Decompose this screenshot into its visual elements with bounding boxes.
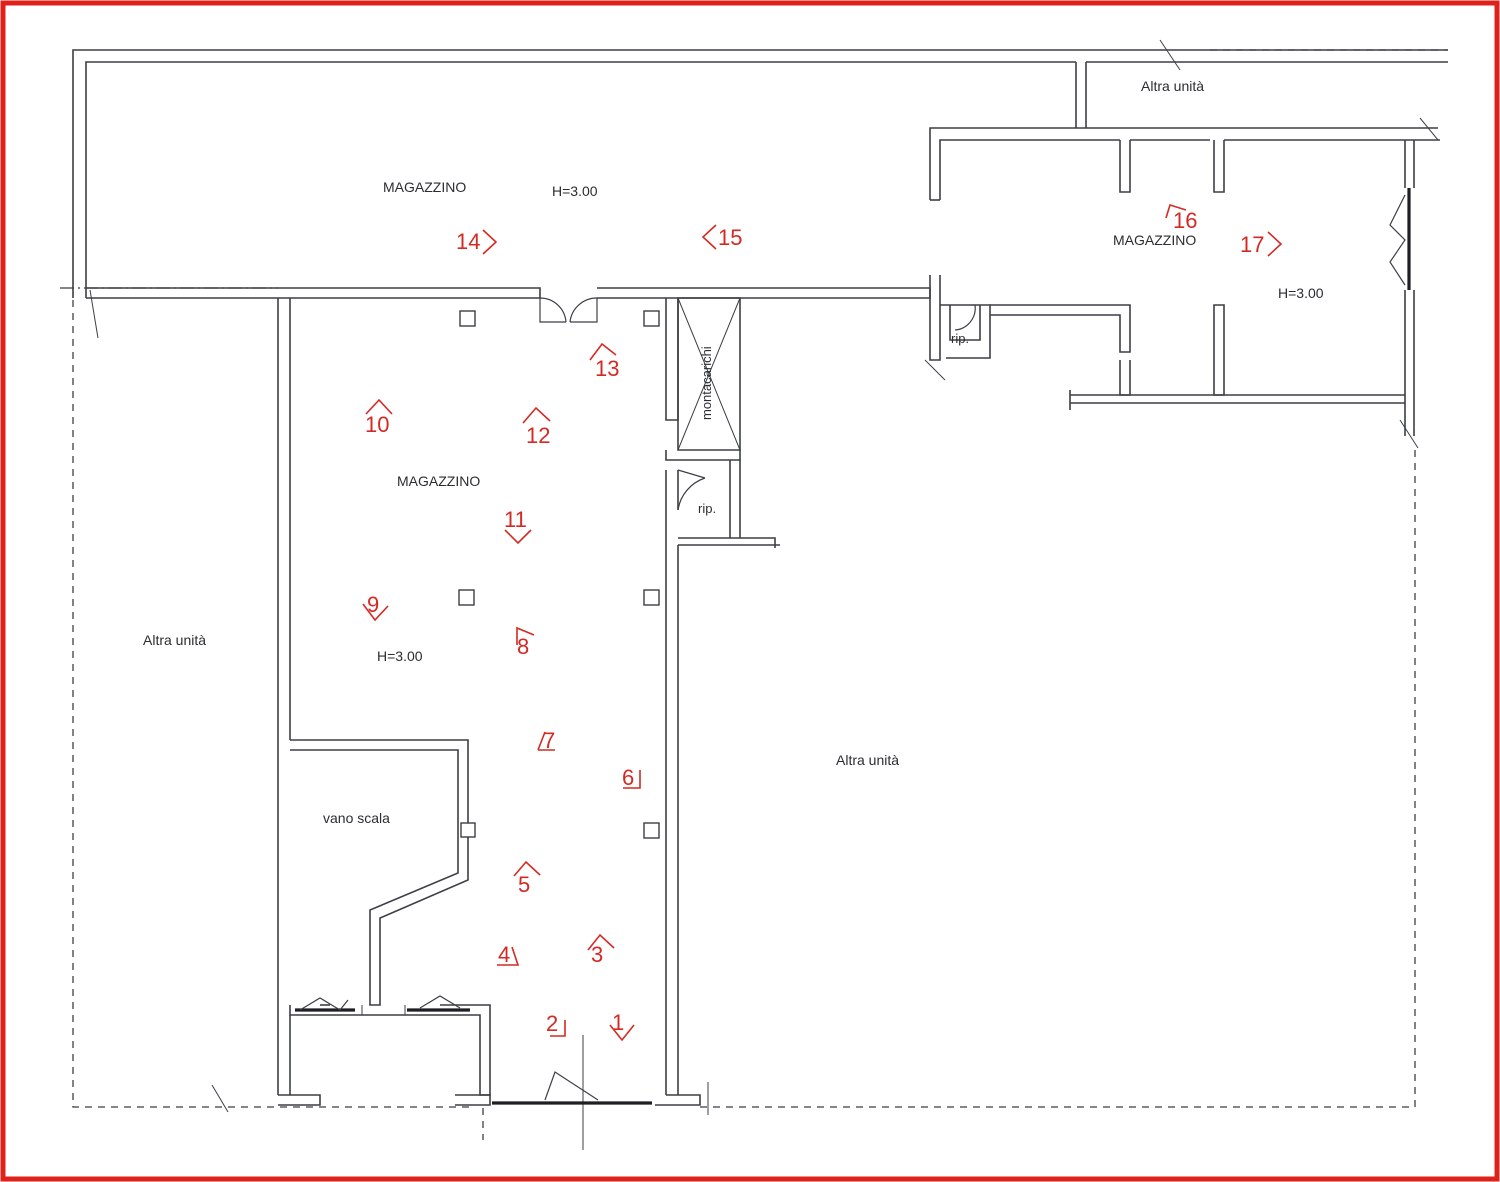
photo-arrow-3	[587, 933, 615, 951]
photo-arrow-12	[522, 406, 551, 424]
walls	[72, 49, 1448, 1106]
photo-arrow-11	[504, 529, 532, 545]
room-label-magazzino-center: MAGAZZINO	[397, 473, 480, 489]
photo-arrow-14	[482, 229, 498, 255]
pillars	[458, 310, 660, 839]
pillar	[459, 310, 476, 327]
photo-point-16: 16	[1173, 208, 1197, 233]
pillar	[643, 310, 660, 327]
pillar	[458, 589, 475, 606]
room-label-rip-center: rip.	[698, 501, 716, 516]
room-label-altra-unita-right: Altra unità	[836, 752, 899, 768]
photo-point-13: 13	[595, 356, 619, 381]
photo-arrow-16	[1165, 203, 1187, 219]
photo-point-8: 8	[517, 634, 529, 659]
height-label-center: H=3.00	[377, 648, 423, 664]
photo-arrow-9	[362, 603, 389, 622]
height-label-right: H=3.00	[1278, 285, 1324, 301]
photo-point-11: 11	[504, 507, 527, 532]
photo-arrow-4	[497, 946, 520, 966]
room-label-altra-unita-top: Altra unità	[1141, 78, 1204, 94]
room-label-magazzino-top: MAGAZZINO	[383, 179, 466, 195]
photo-arrow-6	[623, 770, 641, 789]
room-label-magazzino-right: MAGAZZINO	[1113, 232, 1196, 248]
photo-arrow-13	[589, 342, 617, 361]
photo-point-4: 4	[498, 942, 510, 967]
photo-arrow-8	[516, 626, 535, 645]
height-label-top: H=3.00	[552, 183, 598, 199]
photo-arrow-2	[550, 1020, 566, 1037]
photo-point-5: 5	[518, 872, 530, 897]
photo-point-1: 1	[612, 1010, 624, 1035]
pillar	[643, 589, 660, 606]
photo-point-14: 14	[456, 229, 480, 254]
room-label-altra-unita-left: Altra unità	[143, 632, 206, 648]
photo-arrow-15	[701, 224, 717, 250]
photo-point-9: 9	[367, 592, 379, 617]
photo-point-6: 6	[622, 765, 634, 790]
room-labels: MAGAZZINO H=3.00 Altra unità MAGAZZINO H…	[143, 78, 1324, 826]
photo-point-2: 2	[546, 1011, 558, 1036]
photo-point-12: 12	[526, 423, 550, 448]
room-label-rip-right: rip.	[951, 331, 969, 346]
photo-point-17: 17	[1240, 232, 1264, 257]
pillar	[460, 822, 476, 838]
photo-arrow-1	[609, 1024, 635, 1042]
room-label-montacarichi: montacarichi	[699, 346, 714, 420]
doors	[299, 194, 1406, 1101]
photo-point-15: 15	[718, 225, 742, 250]
photo-point-3: 3	[591, 942, 603, 967]
photo-arrow-10	[365, 398, 393, 415]
photo-arrow-5	[513, 860, 541, 877]
pillar	[643, 822, 660, 839]
photo-points: 1 2 3 4 5 6 7 8 9 10 11 12 13 14 15 16 1…	[362, 203, 1283, 1042]
room-label-vano-scala: vano scala	[323, 810, 390, 826]
photo-arrow-17	[1267, 231, 1283, 257]
photo-point-10: 10	[365, 412, 389, 437]
photo-point-7: 7	[543, 728, 555, 753]
glazing	[295, 1008, 652, 1105]
unit-boundaries	[60, 39, 1448, 1150]
photo-arrow-7	[537, 731, 555, 751]
